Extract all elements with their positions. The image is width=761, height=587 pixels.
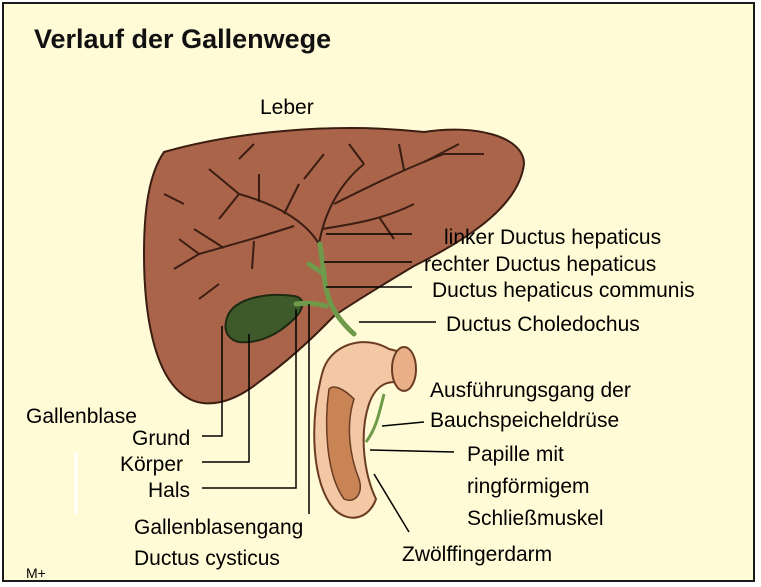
duodenum-shape — [314, 342, 416, 518]
label-linker-ductus-hepaticus: linker Ductus hepaticus — [444, 227, 661, 248]
corner-mark: M+ — [26, 566, 46, 580]
label-ductus-cysticus: Ductus cysticus — [134, 548, 280, 569]
label-gallenblasengang: Gallenblasengang — [134, 517, 303, 538]
label-ausfuehrungsgang-2: Bauchspeicheldrüse — [430, 410, 619, 431]
label-koerper: Körper — [120, 454, 183, 475]
diagram-frame: Verlauf der Gallenwege — [2, 2, 755, 582]
label-leber: Leber — [260, 97, 314, 118]
label-papille-1: Papille mit — [467, 444, 564, 465]
label-gallenblase: Gallenblase — [26, 406, 137, 427]
label-papille-3: Schließmuskel — [467, 508, 604, 529]
label-grund: Grund — [132, 428, 190, 449]
label-ductus-hepaticus-communis: Ductus hepaticus communis — [432, 280, 695, 301]
label-ausfuehrungsgang-1: Ausführungsgang der — [430, 380, 631, 401]
label-ductus-choledochus: Ductus Choledochus — [446, 314, 640, 335]
label-hals: Hals — [148, 480, 190, 501]
label-papille-2: ringförmigem — [467, 476, 590, 497]
label-rechter-ductus-hepaticus: rechter Ductus hepaticus — [424, 254, 656, 275]
label-zwoelffingerdarm: Zwölffingerdarm — [402, 544, 552, 565]
